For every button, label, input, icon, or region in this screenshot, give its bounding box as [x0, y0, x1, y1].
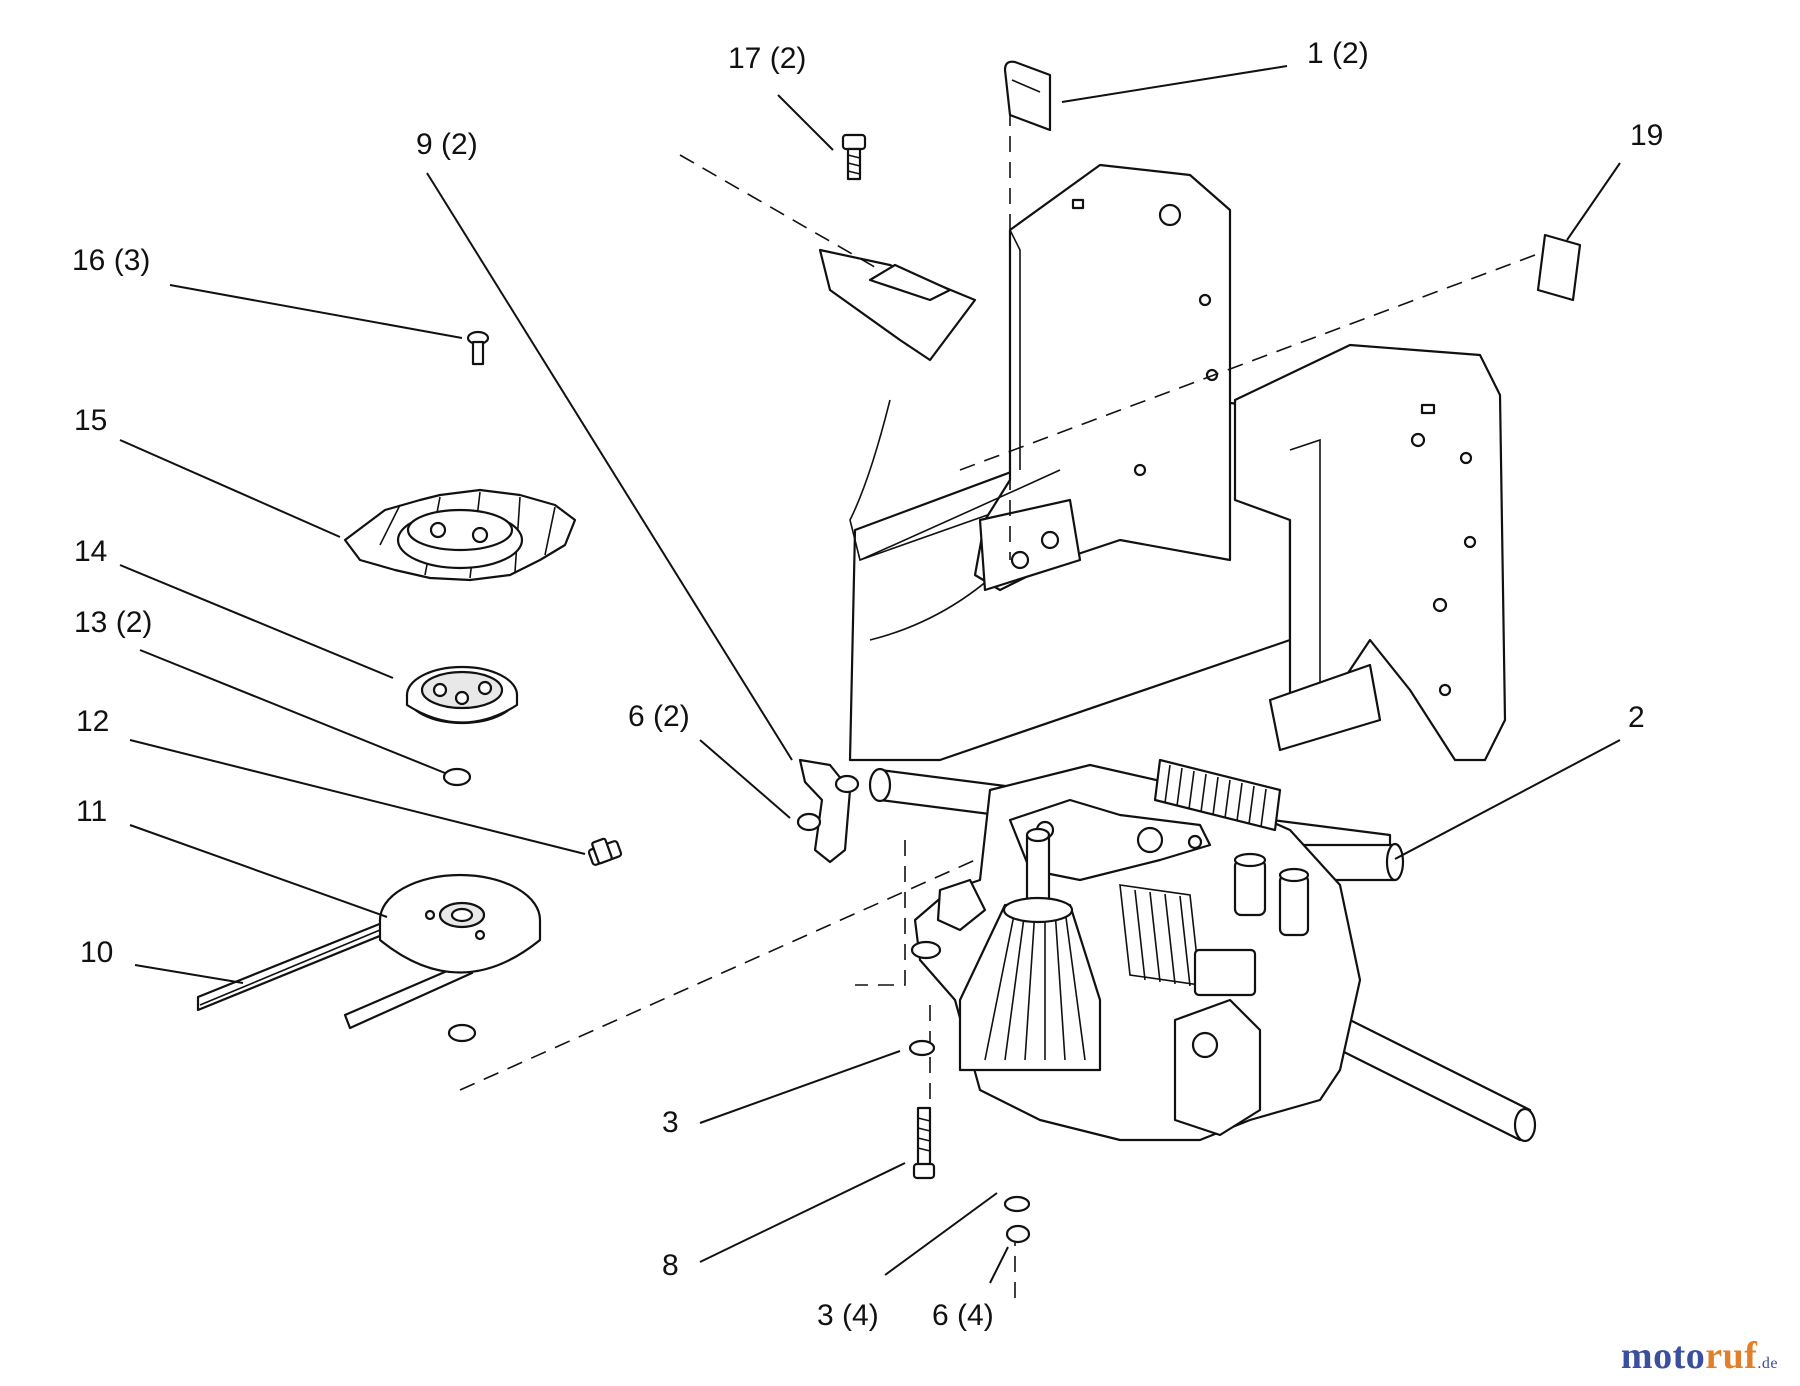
- callout-19: 19: [1630, 119, 1663, 152]
- callout-11: 11: [76, 795, 107, 828]
- part-11-pulley: [378, 873, 542, 974]
- callout-6-qty2: 6 (2): [628, 700, 690, 733]
- callout-8: 8: [662, 1249, 679, 1282]
- watermark-logo: motoruf.de: [1621, 1334, 1778, 1378]
- part-3-washers: [908, 1039, 1031, 1213]
- watermark-tld: .de: [1757, 1355, 1778, 1372]
- part-19-decal: [1536, 233, 1582, 302]
- part-8-stud: [912, 1106, 936, 1180]
- leader-lines: [119, 65, 1621, 1284]
- part-15-fan: [343, 488, 577, 582]
- callout-labels: 1 (2) 2 3 3 (4) 6 (2) 6 (4) 8 9 (2) 10 1…: [72, 37, 1663, 1332]
- callout-9: 9 (2): [416, 128, 478, 161]
- callout-6-qty4: 6 (4): [932, 1299, 994, 1332]
- callout-14: 14: [74, 535, 107, 568]
- callout-2: 2: [1628, 701, 1645, 734]
- callout-10: 10: [80, 936, 113, 969]
- watermark-part2: ruf: [1705, 1335, 1758, 1377]
- callout-12: 12: [76, 705, 109, 738]
- watermark-part1: moto: [1620, 1335, 1706, 1377]
- part-16-screw: [466, 330, 490, 366]
- callout-3: 3: [662, 1106, 679, 1139]
- part-17-bolt: [841, 133, 867, 181]
- frame-assembly: [818, 163, 1507, 762]
- transaxle-spring: [1153, 758, 1282, 832]
- callout-1: 1 (2): [1307, 37, 1369, 70]
- part-2-transaxle: [868, 758, 1537, 1143]
- callout-17: 17 (2): [728, 42, 806, 75]
- callout-13: 13 (2): [74, 606, 152, 639]
- callout-3-qty4: 3 (4): [817, 1299, 879, 1332]
- part-12-bolt: [587, 837, 623, 866]
- part-10-belt: [196, 921, 474, 1030]
- part-1-pin: [1003, 60, 1052, 132]
- part-14-hub: [405, 665, 519, 725]
- callout-15: 15: [74, 404, 107, 437]
- part-6-nuts: [796, 774, 1031, 1244]
- part-13-retaining-ring: [442, 767, 477, 1043]
- callout-16: 16 (3): [72, 244, 150, 277]
- part-9-bracket: [798, 758, 852, 864]
